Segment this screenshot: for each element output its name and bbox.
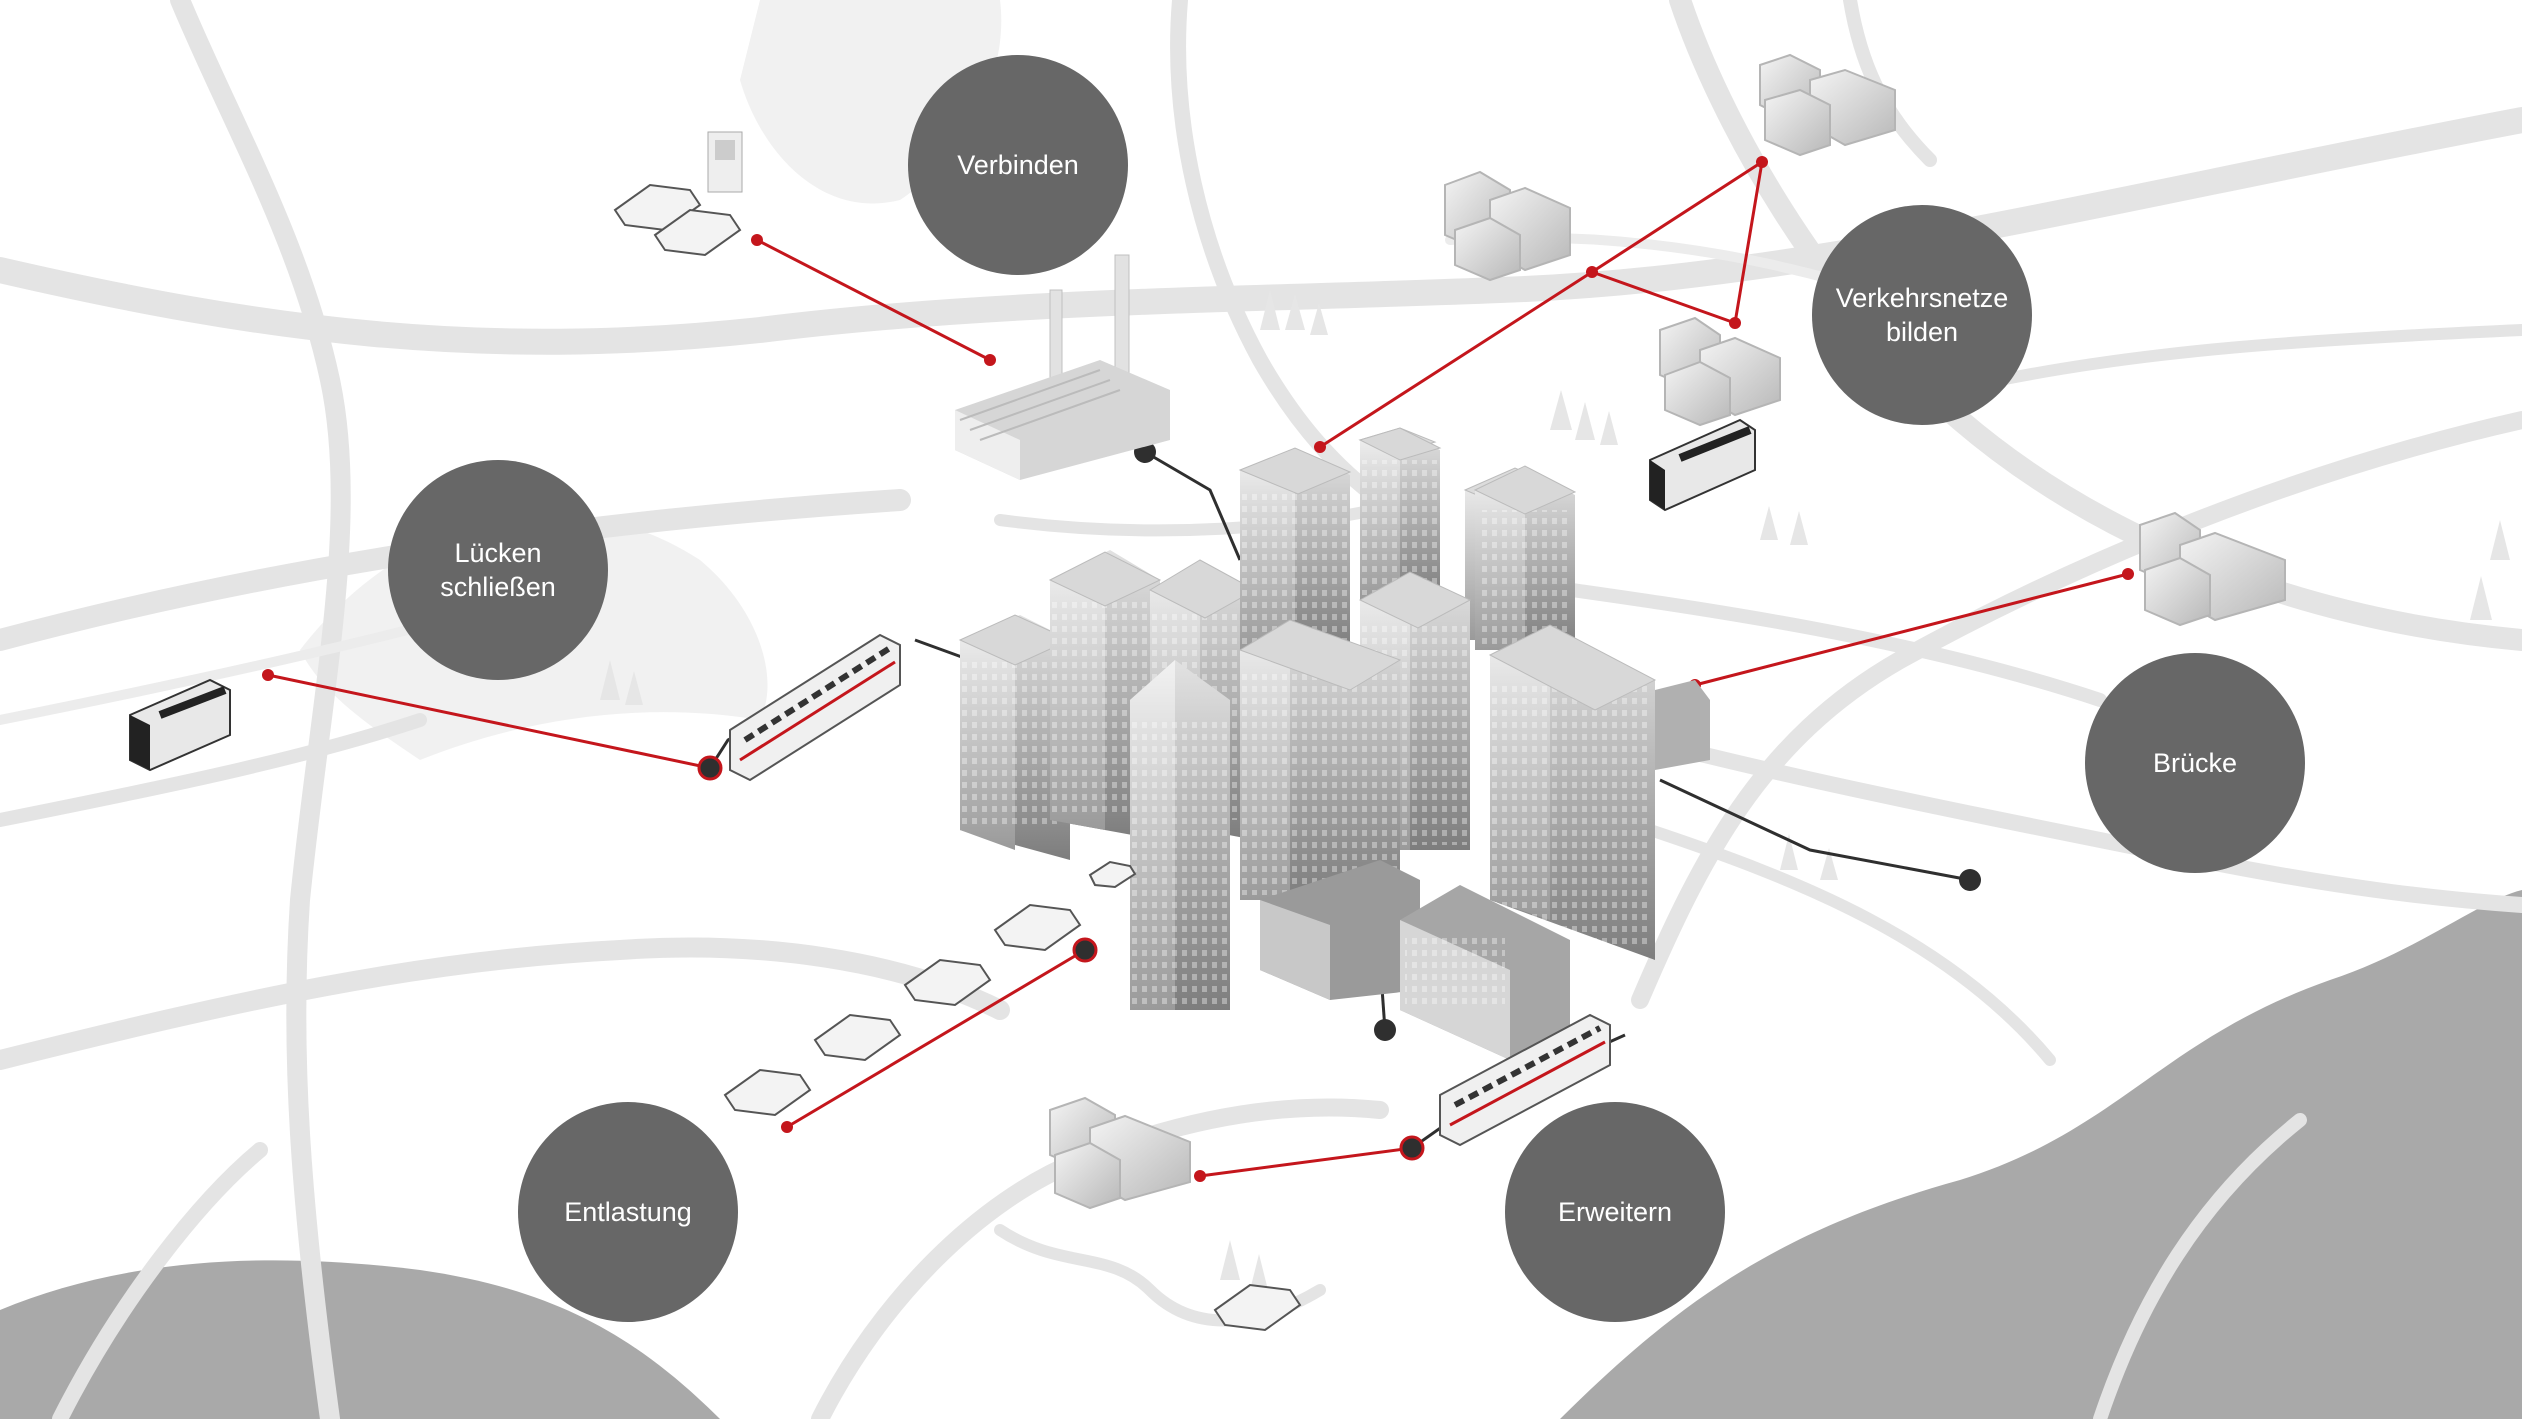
bubble-entlastung[interactable]: Entlastung bbox=[518, 1102, 738, 1322]
skyscraper-cluster-icon bbox=[958, 427, 1710, 1060]
tower-9 bbox=[1130, 660, 1230, 1010]
charging-station-icon bbox=[707, 131, 743, 193]
house-cluster-icon bbox=[1049, 53, 2286, 1210]
bus-icon bbox=[129, 418, 1756, 772]
tower-6 bbox=[1473, 465, 1577, 650]
factory-icon bbox=[955, 254, 1170, 480]
annex-building bbox=[1655, 680, 1710, 770]
bubble-verbinden[interactable]: Verbinden bbox=[908, 55, 1128, 275]
tree-icon bbox=[600, 290, 2510, 1290]
bubble-bruecke[interactable]: Brücke bbox=[2085, 653, 2305, 873]
tram-icon bbox=[729, 633, 1611, 1147]
water bbox=[0, 890, 2522, 1419]
car-icon bbox=[613, 183, 1302, 1332]
bubble-erweitern[interactable]: Erweitern bbox=[1505, 1102, 1725, 1322]
bubble-luecken-schliessen[interactable]: Lücken schließen bbox=[388, 460, 608, 680]
bubble-verkehrsnetze-bilden[interactable]: Verkehrsnetze bilden bbox=[1812, 205, 2032, 425]
tower-1 bbox=[958, 614, 1072, 860]
low-building bbox=[1400, 885, 1570, 1060]
tower-10 bbox=[1488, 624, 1657, 960]
tower-5 bbox=[1358, 427, 1442, 600]
tower-base bbox=[1260, 860, 1420, 1000]
tower-4 bbox=[1238, 447, 1352, 650]
tower-8 bbox=[1238, 619, 1402, 900]
